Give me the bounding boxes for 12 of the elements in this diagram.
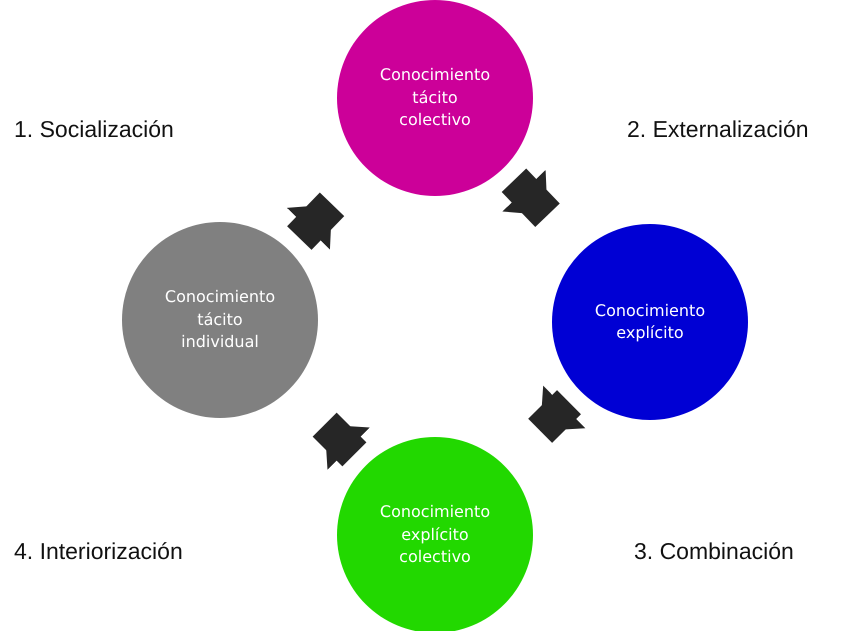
circle-label: Conocimiento tácito individual [164,286,276,354]
phase-label: 4. Interiorización [14,538,183,565]
block-arrow [312,412,370,470]
phase-label: 3. Combinación [634,538,794,565]
circle-label: Conocimiento explícito [594,300,706,344]
block-arrow [528,386,586,443]
phase-label: 2. Externalización [627,116,809,143]
circle-label: Conocimiento explícito colectivo [379,501,491,568]
circle-label: Conocimiento tácito colectivo [379,64,491,132]
phase-label: 1. Socialización [14,116,174,143]
block-arrow [502,168,560,227]
block-arrow [286,192,344,250]
